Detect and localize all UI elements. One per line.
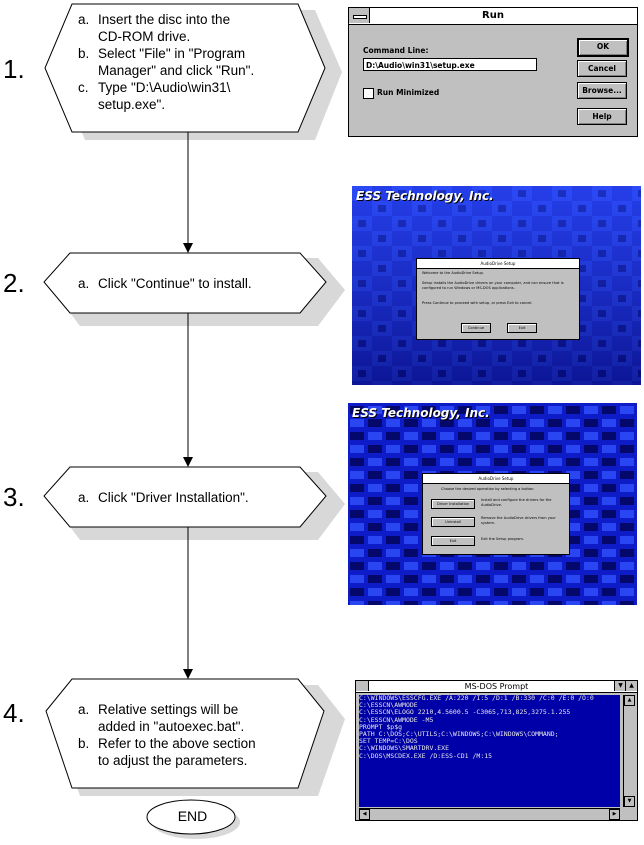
help-button[interactable]: Help [577,108,627,125]
dos-line: C:\WINDOWS\ESSCFG.EXE /A:220 /I:5 /D:1 /… [359,695,594,702]
horizontal-scrollbar[interactable]: ◀ ▶ [359,808,620,820]
dos-line: C:\ESSCN\AWMODE [359,701,418,710]
ess-brand-title: ESS Technology, Inc. [352,406,490,420]
dos-line: PROMPT $p$g [359,722,403,731]
step-line: a.Click "Driver Installation". [78,490,249,505]
run-dialog: Run Command Line: D:\Audio\win31\setup.e… [348,7,638,137]
continue-button[interactable]: Continue [461,323,491,333]
driver-installation-button[interactable]: Driver Installation [431,499,475,509]
uninstall-desc: Remove the AudioDrive drivers from your … [481,516,556,525]
ms-dos-prompt-window: MS-DOS Prompt ▼ ▲ C:\WINDOWS\ESSCFG.EXE … [355,680,638,821]
ok-button[interactable]: OK [577,38,629,57]
step-line: setup.exe". [98,97,166,112]
step-2-number: 2. [3,268,25,298]
step-1-number: 1. [3,54,25,84]
dos-line: C:\ESSCN\ELOGO 2210,4.5600.5 -C3065,713,… [359,708,571,717]
driver-installation-desc: Install and configure the drivers for th… [481,498,552,507]
step-4-number: 4. [3,698,25,728]
options-heading: Choose the desired operation by selectin… [441,487,535,491]
dos-line: C:\ESSCN\AWMODE -M5 [359,715,434,724]
step-line: added in "autoexec.bat". [98,719,245,734]
step-line: a.Relative settings will be [78,702,239,717]
dos-title: MS-DOS Prompt [464,682,529,691]
step3-hexagon [43,466,327,528]
exit-setup-button[interactable]: Exit [431,536,475,546]
step-3-text: a.Click "Driver Installation". [78,489,249,506]
command-line-label: Command Line: [363,46,429,55]
maximize-icon[interactable]: ▲ [625,681,637,691]
exit-setup-desc: Exit the Setup program. [481,537,525,541]
command-line-input[interactable]: D:\Audio\win31\setup.exe [363,58,537,71]
dos-title-bar: MS-DOS Prompt ▼ ▲ [356,681,637,693]
scroll-up-icon[interactable]: ▲ [624,695,635,706]
options-dialog-title: AudioDrive Setup [423,474,569,484]
step-line: to adjust the parameters. [98,753,248,768]
step-1-text: a.Insert the disc into the CD-ROM drive.… [78,11,254,113]
run-minimized-checkbox[interactable] [363,88,374,99]
run-title-bar: Run [349,8,637,25]
system-menu-icon[interactable] [349,8,370,23]
welcome-dialog-title: AudioDrive Setup [417,259,579,269]
step-3-number: 3. [3,482,25,512]
minimize-icon[interactable]: ▼ [614,681,626,691]
step-line: c.Type "D:\Audio\win31\ [78,80,231,95]
dos-line: SET TEMP=C:\DOS [359,737,418,746]
end-terminator [146,799,236,835]
setup-options-dialog: AudioDrive Setup Choose the desired oper… [422,473,570,555]
step-line: a.Click "Continue" to install. [78,276,252,291]
exit-button[interactable]: Exit [507,323,537,333]
end-label: END [177,808,208,824]
setup-options-screen: ESS Technology, Inc. AudioDrive Setup Ch… [348,403,637,605]
dos-screen[interactable]: C:\WINDOWS\ESSCFG.EXE /A:220 /I:5 /D:1 /… [359,695,620,807]
welcome-text-3: Press Continue to proceed with setup, or… [422,301,533,305]
step-line: Manager" and click "Run". [98,63,255,78]
welcome-text-2: Setup installs the AudioDrive drivers on… [422,281,564,290]
step-2-text: a.Click "Continue" to install. [78,275,252,292]
run-title: Run [482,10,504,21]
step1-hexagon [44,3,326,133]
setup-welcome-screen: ESS Technology, Inc. AudioDrive Setup We… [352,186,641,385]
welcome-dialog: AudioDrive Setup Welcome to the AudioDri… [416,258,580,340]
run-minimized-label: Run Minimized [377,88,440,97]
dos-line: C:\DOS\MSCDEX.EXE /D:ESS-CD1 /M:15 [359,751,493,760]
ess-brand-title: ESS Technology, Inc. [356,189,494,203]
step-line: b.Refer to the above section [78,736,256,751]
step-line: b.Select "File" in "Program [78,46,246,61]
system-menu-icon[interactable] [356,681,369,691]
welcome-text-1: Welcome to the AudioDrive Setup. [422,271,484,275]
browse-button[interactable]: Browse... [577,82,627,99]
scroll-down-icon[interactable]: ▼ [624,796,635,807]
step-line: a.Insert the disc into the [78,12,231,27]
dos-line: PATH C:\DOS;C:\UTILS;C:\WINDOWS;C:\WINDO… [359,730,559,739]
step4-hexagon [45,678,325,789]
scroll-left-icon[interactable]: ◀ [359,809,370,820]
scroll-right-icon[interactable]: ▶ [609,809,620,820]
step2-hexagon [43,252,327,314]
uninstall-button[interactable]: Uninstall [431,517,475,527]
step-line: CD-ROM drive. [98,29,191,44]
dos-line: C:\WINDOWS\SMARTDRV.EXE [359,744,450,753]
cancel-button[interactable]: Cancel [577,60,627,77]
step-4-text: a.Relative settings will be added in "au… [78,701,256,769]
vertical-scrollbar[interactable]: ▲ ▼ [623,695,635,807]
